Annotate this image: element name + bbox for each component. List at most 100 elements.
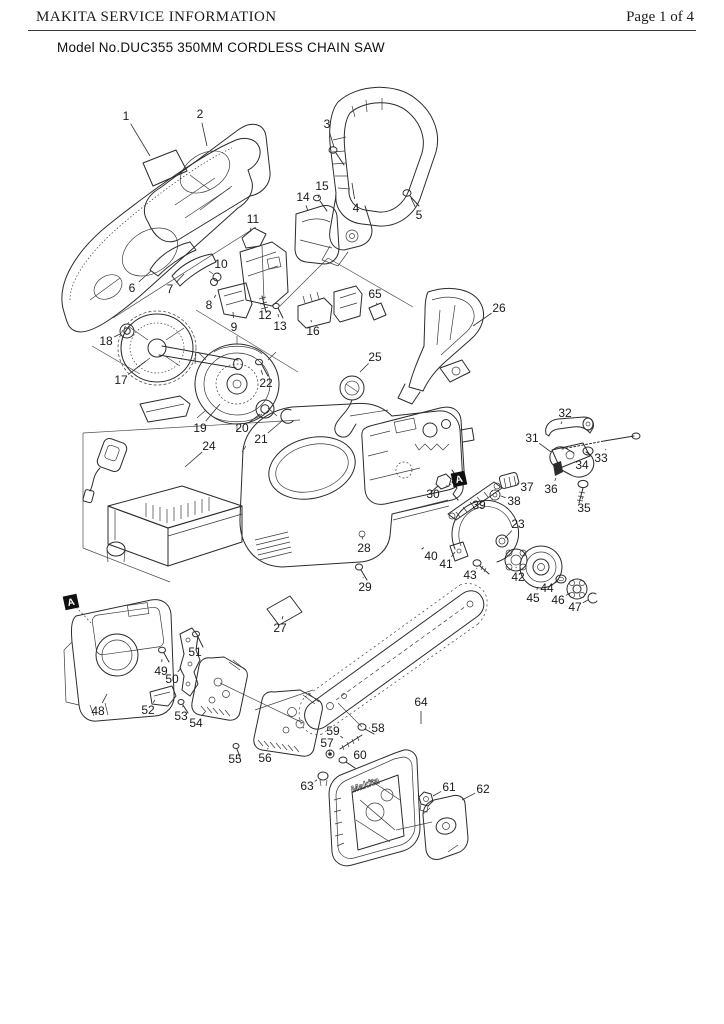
part-terminal-16 — [297, 285, 363, 329]
part-callout-51: 51 — [188, 645, 202, 659]
part-callout-20: 20 — [235, 421, 249, 435]
part-callout-50: 50 — [165, 672, 179, 686]
part-main-housing — [239, 402, 464, 568]
part-callout-43: 43 — [463, 568, 477, 582]
part-callout-21: 21 — [254, 432, 268, 446]
leader-line-14 — [305, 205, 309, 212]
leader-line-15 — [317, 194, 320, 199]
part-callout-17: 17 — [114, 373, 128, 387]
part-callout-42: 42 — [511, 570, 525, 584]
part-callout-52: 52 — [141, 703, 155, 717]
leader-line-37 — [516, 482, 519, 485]
part-callout-13: 13 — [273, 319, 287, 333]
part-screw-53 — [177, 699, 189, 714]
part-callout-62: 62 — [476, 782, 490, 796]
part-callout-54: 54 — [189, 716, 203, 730]
part-lever-7 — [171, 253, 217, 287]
part-screw-60 — [338, 756, 356, 769]
part-snap-ring-21 — [280, 408, 294, 424]
part-callout-22: 22 — [259, 376, 273, 390]
part-callout-53: 53 — [174, 709, 188, 723]
part-sticker-27 — [266, 595, 303, 626]
part-spring-40 — [421, 525, 451, 550]
part-callout-46: 46 — [551, 593, 565, 607]
part-connector-37 — [498, 472, 520, 489]
part-callout-2: 2 — [197, 107, 204, 121]
leader-line-50 — [177, 667, 182, 673]
part-callout-60: 60 — [353, 748, 367, 762]
part-bearing-20 — [255, 399, 275, 419]
part-washer-44 — [555, 574, 567, 584]
view-marker-box-1 — [62, 593, 80, 611]
part-callout-10: 10 — [214, 257, 228, 271]
view-marker-letter-0: A — [455, 474, 464, 486]
leader-line-17 — [127, 360, 147, 375]
part-callout-40: 40 — [424, 549, 438, 563]
part-callout-16: 16 — [306, 324, 320, 338]
part-sprocket-cover: Makita — [328, 749, 421, 867]
part-callout-59: 59 — [326, 724, 340, 738]
part-callout-27: 27 — [273, 621, 287, 635]
part-callout-5: 5 — [416, 208, 423, 222]
leader-line-5 — [410, 197, 416, 208]
part-top-handle — [321, 86, 439, 267]
part-callout-3: 3 — [324, 117, 331, 131]
part-callout-28: 28 — [357, 541, 371, 555]
part-screw-15 — [313, 194, 328, 212]
leader-line-59 — [340, 735, 344, 739]
part-callout-29: 29 — [358, 580, 372, 594]
part-lever-52 — [149, 685, 177, 707]
part-callout-31: 31 — [525, 431, 539, 445]
part-name-label-sticker — [142, 149, 188, 187]
part-pin-10 — [208, 270, 222, 282]
part-screw-43 — [472, 559, 490, 575]
leader-line-18 — [113, 333, 121, 338]
part-callout-24: 24 — [202, 439, 216, 453]
part-oil-cap-25 — [334, 375, 365, 438]
part-callout-30: 30 — [426, 487, 440, 501]
part-callout-23: 23 — [511, 517, 525, 531]
part-switch-8-9 — [210, 278, 253, 319]
part-cam-plate-50 — [179, 627, 201, 697]
part-screw-13 — [272, 302, 284, 319]
part-callout-7: 7 — [167, 282, 174, 296]
part-clip-47 — [587, 592, 598, 604]
part-screw-51 — [192, 630, 204, 648]
part-gear-housing — [361, 406, 475, 505]
part-sprocket-wheel-17 — [117, 310, 243, 386]
model-title: Model No.DUC355 350MM CORDLESS CHAIN SAW — [57, 40, 385, 55]
leader-line-44 — [554, 580, 559, 584]
leader-line-46 — [565, 592, 571, 596]
leader-line-26 — [472, 312, 492, 327]
part-callout-12: 12 — [258, 308, 272, 322]
leader-line-2 — [201, 122, 208, 147]
part-screw-5 — [402, 189, 420, 207]
leader-line-19 — [205, 403, 221, 422]
leader-line-62 — [461, 792, 476, 801]
part-callout-35: 35 — [577, 501, 591, 515]
leader-line-41 — [451, 551, 456, 558]
leader-line-47 — [582, 599, 589, 604]
part-callout-1: 1 — [123, 109, 130, 123]
part-callout-47: 47 — [568, 600, 582, 614]
part-lead-switch — [82, 437, 128, 504]
part-callout-55: 55 — [228, 752, 242, 766]
leader-line-48 — [101, 693, 108, 704]
part-bolt-58 — [357, 723, 375, 735]
part-callout-49: 49 — [154, 664, 168, 678]
part-pin-59 — [339, 734, 363, 751]
part-screw-55 — [232, 743, 241, 758]
part-housing-lower-shell — [61, 137, 261, 333]
part-callout-56: 56 — [258, 751, 272, 765]
leader-line-13 — [277, 313, 279, 318]
part-callout-15: 15 — [315, 179, 329, 193]
part-motor-19 — [194, 336, 280, 432]
part-callout-61: 61 — [442, 780, 456, 794]
part-callout-34: 34 — [575, 458, 589, 472]
part-tube-joint-34-36 — [549, 446, 595, 478]
part-callout-39: 39 — [472, 498, 486, 512]
view-marker-letter-1: A — [67, 597, 76, 609]
leader-line-4 — [351, 182, 355, 200]
